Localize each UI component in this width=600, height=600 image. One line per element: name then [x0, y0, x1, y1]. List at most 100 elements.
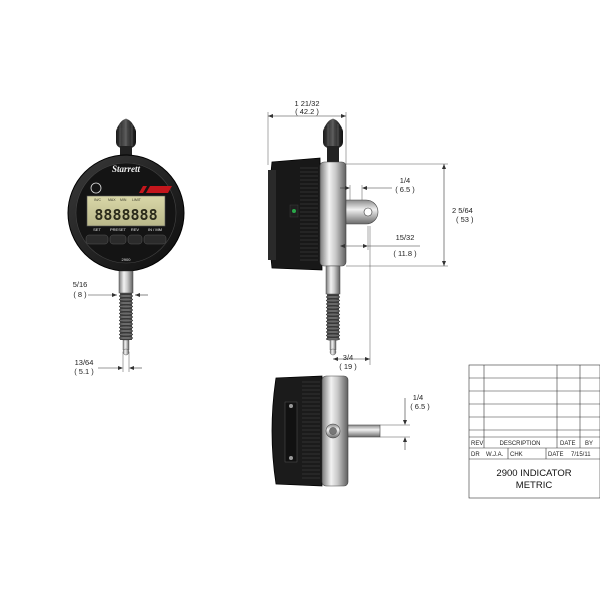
side-contact-tip — [329, 339, 337, 351]
unit-button[interactable] — [143, 234, 167, 245]
dim-tip-dia: 13/64 ( 5.1 ) — [74, 352, 142, 376]
bottom-stem-core — [329, 427, 337, 435]
btn-label-rev: REV — [131, 227, 140, 232]
spindle-rib — [118, 308, 134, 312]
spindle-rib — [118, 318, 134, 323]
side-mounting-lug — [345, 199, 379, 225]
bottom-screw-top — [289, 404, 293, 408]
red-stripe — [139, 186, 172, 193]
dim-lug-width: 1/4 ( 6.5 ) — [340, 176, 415, 200]
set-button[interactable] — [85, 234, 109, 245]
tb-header-by: BY — [585, 441, 593, 447]
front-contact-tip — [122, 339, 130, 351]
side-stem — [325, 265, 341, 295]
spindle-rib — [325, 323, 341, 327]
dim-lug-thickness-metric: ( 6.5 ) — [410, 402, 430, 411]
tb-date-label: DATE — [548, 452, 564, 458]
tb-header-description: DESCRIPTION — [499, 441, 540, 447]
bottom-slot — [284, 401, 298, 463]
dim-overall-depth-metric: ( 42.2 ) — [295, 107, 319, 116]
dim-lug-offset-imperial: 15/32 — [396, 233, 415, 242]
tb-dr-value: W.J.A. — [486, 452, 504, 458]
front-spindle-ribs — [118, 294, 134, 340]
lcd-digits: 8888888 — [94, 206, 157, 224]
spindle-rib — [118, 304, 134, 309]
dim-height-imperial: 2 5/64 — [452, 206, 473, 215]
spindle-rib — [118, 315, 134, 319]
brand-label: Starrett — [112, 164, 141, 174]
btn-label-set: SET — [93, 227, 101, 232]
side-spindle-ribs — [325, 295, 341, 341]
lcd-label-3: MIN — [120, 198, 127, 202]
title-block: REV DESCRIPTION DATE BY DR W.J.A. CHK DA… — [468, 364, 600, 499]
bottom-lug — [347, 424, 381, 438]
spindle-rib — [325, 295, 341, 299]
btn-label-unit: IN / MM — [148, 227, 162, 232]
spindle-rib — [118, 311, 134, 316]
front-contact-ball — [122, 348, 130, 356]
btn-label-preset: PRESET — [110, 227, 127, 232]
side-contact-ball — [329, 348, 337, 356]
side-view — [268, 118, 379, 356]
dim-tip-dia-imperial: 13/64 — [75, 358, 94, 367]
tb-title-line1: 2900 INDICATOR — [496, 468, 571, 479]
dim-lug-thickness: 1/4 ( 6.5 ) — [380, 393, 430, 450]
dim-height-metric: ( 53 ) — [456, 215, 474, 224]
dim-stem-offset-imperial: 3/4 — [343, 353, 353, 362]
front-top-knob — [116, 118, 136, 156]
spindle-rib — [325, 298, 341, 303]
dim-stem-offset: 3/4 ( 19 ) — [333, 226, 371, 371]
dim-overall-depth: 1 21/32 ( 42.2 ) — [267, 99, 347, 165]
lcd-label-1: IN/C — [94, 198, 101, 202]
spindle-rib — [118, 332, 134, 337]
rev-button[interactable] — [127, 234, 143, 245]
spindle-rib — [325, 305, 341, 310]
spindle-rib — [118, 336, 134, 340]
spindle-rib — [325, 319, 341, 324]
side-bezel-fins — [300, 167, 318, 261]
tb-date-value: 7/15/11 — [571, 452, 591, 458]
dim-stem-dia-imperial: 5/16 — [73, 280, 88, 289]
dim-stem-dia: 5/16 ( 8 ) — [73, 280, 148, 299]
side-led-dot — [292, 209, 296, 213]
dim-lug-offset-metric: ( 11.8 ) — [393, 249, 417, 258]
spindle-rib — [118, 322, 134, 326]
bottom-bezel-fins — [302, 381, 320, 479]
spindle-rib — [118, 329, 134, 333]
logo-emblem — [90, 182, 102, 194]
spindle-rib — [325, 326, 341, 331]
dim-stem-offset-metric: ( 19 ) — [339, 362, 357, 371]
spindle-rib — [118, 301, 134, 305]
lug-hole — [363, 207, 373, 217]
front-view: Starrett IN/C MAX MIN LIMIT 8888888 SET … — [67, 118, 185, 356]
spindle-rib — [325, 333, 341, 338]
side-bezel-rim — [268, 170, 276, 260]
dim-lug-thickness-imperial: 1/4 — [413, 393, 423, 402]
tb-chk-label: CHK — [510, 452, 523, 458]
spindle-rib — [118, 294, 134, 298]
dim-lug-offset: 15/32 ( 11.8 ) — [340, 226, 420, 258]
tb-dr-label: DR — [471, 452, 480, 458]
lcd-label-2: MAX — [108, 198, 116, 202]
dim-overall-depth-imperial: 1 21/32 — [294, 99, 319, 108]
preset-button[interactable] — [109, 234, 127, 245]
bottom-view — [271, 375, 381, 487]
lcd-label-4: LIMIT — [132, 198, 142, 202]
side-top-knob — [323, 118, 343, 164]
spindle-rib — [325, 302, 341, 306]
dim-stem-dia-metric: ( 8 ) — [73, 290, 87, 299]
bottom-screw-bottom — [289, 456, 293, 460]
spindle-rib — [325, 330, 341, 334]
front-buttons — [85, 234, 167, 245]
dim-height: 2 5/64 ( 53 ) — [346, 163, 474, 267]
tb-header-rev: REV — [471, 441, 483, 447]
lcd-display — [86, 195, 166, 227]
spindle-rib — [118, 325, 134, 330]
spindle-rib — [118, 297, 134, 302]
dim-tip-dia-metric: ( 5.1 ) — [74, 367, 94, 376]
dim-lug-width-metric: ( 6.5 ) — [395, 185, 415, 194]
spindle-rib — [325, 309, 341, 313]
model-label: 2900 — [122, 257, 132, 262]
spindle-rib — [325, 316, 341, 320]
